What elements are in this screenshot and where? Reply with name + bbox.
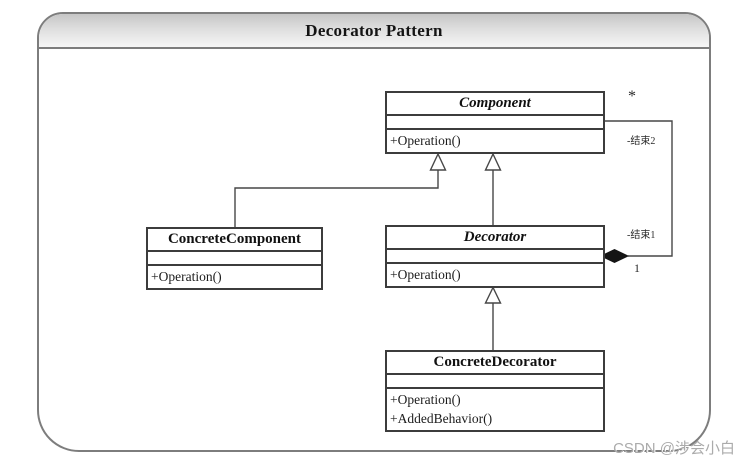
methods-compartment: +Operation() [387,264,603,286]
class-name: Component [387,93,603,116]
method-label: +Operation() [390,133,461,148]
diagram-title-bar: Decorator Pattern [39,14,709,49]
multiplicity-end2: * [628,88,636,105]
attributes-compartment [148,252,321,266]
method-label: +Operation() [151,269,222,284]
class-name: Decorator [387,227,603,250]
class-box-concrete-decorator: ConcreteDecorator +Operation() +AddedBeh… [385,350,605,432]
class-box-component: Component +Operation() [385,91,605,154]
methods-compartment: +Operation() [387,130,603,152]
methods-compartment: +Operation() [148,266,321,288]
attributes-compartment [387,250,603,264]
class-name: ConcreteComponent [148,229,321,252]
class-box-decorator: Decorator +Operation() [385,225,605,288]
attributes-compartment [387,375,603,389]
csdn-watermark: CSDN @涉会小白 [613,440,735,457]
methods-compartment: +Operation() +AddedBehavior() [387,389,603,430]
class-name: ConcreteDecorator [387,352,603,375]
role-label-end1: -结束1 [627,230,656,241]
attributes-compartment [387,116,603,130]
method-label: +AddedBehavior() [390,411,493,426]
diagram-frame: Decorator Pattern [37,12,711,452]
diagram-title: Decorator Pattern [305,20,443,40]
class-box-concrete-component: ConcreteComponent +Operation() [146,227,323,290]
method-label: +Operation() [390,392,461,407]
multiplicity-end1: 1 [634,261,640,275]
method-label: +Operation() [390,267,461,282]
role-label-end2: -结束2 [627,136,656,147]
